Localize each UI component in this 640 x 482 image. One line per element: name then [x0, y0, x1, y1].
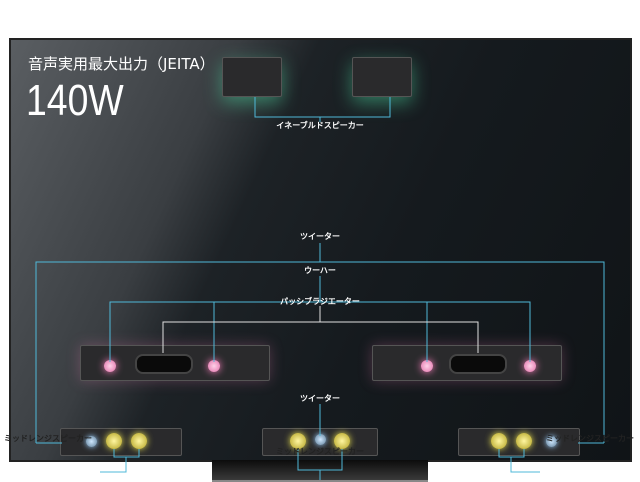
label-passive-radiator: パッシブラジエーター: [280, 297, 360, 306]
midrange-icon: [516, 433, 532, 449]
midrange-icon: [131, 433, 147, 449]
tweeter-icon: [315, 434, 326, 445]
midrange-icon: [290, 433, 306, 449]
label-midrange-center: ミッドレンジスピーカー: [276, 447, 364, 456]
tweeter-icon: [86, 436, 97, 447]
page-title: 音声実用最大出力（JEITA）: [28, 55, 215, 73]
label-tweeter-top: ツイーター: [300, 232, 340, 241]
label-woofer: ウーハー: [304, 266, 336, 275]
enabled-speaker-right: [352, 57, 412, 97]
midrange-icon: [106, 433, 122, 449]
woofer-icon: [104, 360, 116, 372]
label-enabled-speaker: イネーブルドスピーカー: [276, 121, 364, 130]
label-tweeter-center: ツイーター: [300, 394, 340, 403]
midrange-icon: [491, 433, 507, 449]
woofer-icon: [421, 360, 433, 372]
woofer-icon: [208, 360, 220, 372]
midrange-icon: [334, 433, 350, 449]
enabled-speaker-left: [222, 57, 282, 97]
label-midrange-right: ミッドレンジスピーカー: [546, 434, 634, 443]
label-midrange-left: ミッドレンジスピーカー: [4, 434, 92, 443]
power-output: 140W: [26, 76, 124, 125]
tweeter-icon: [546, 436, 557, 447]
woofer-icon: [524, 360, 536, 372]
